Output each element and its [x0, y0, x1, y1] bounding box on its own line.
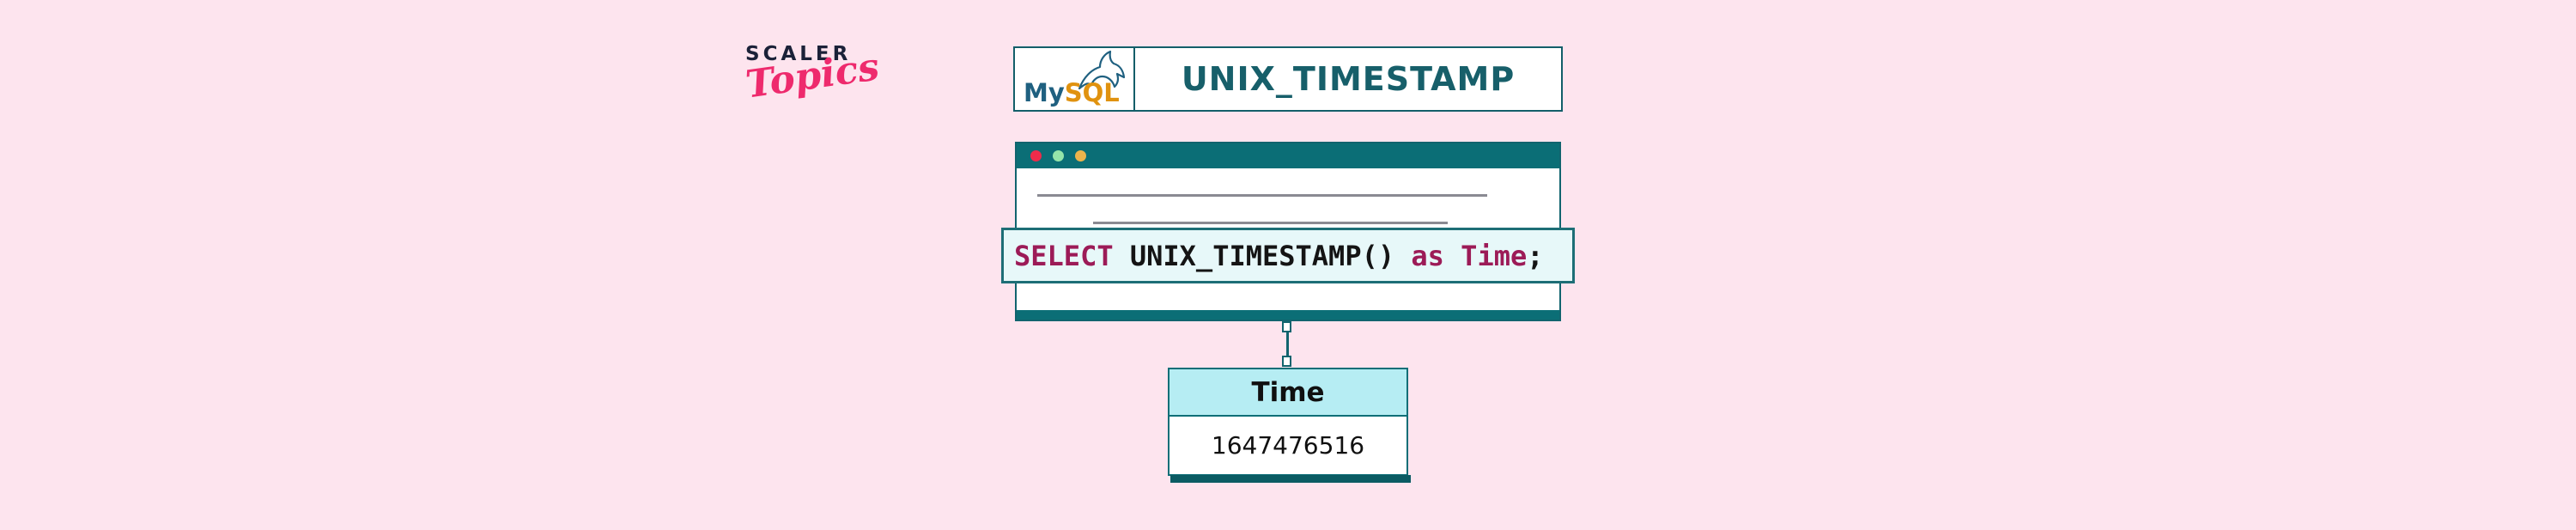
code-token: ;: [1527, 239, 1544, 272]
text-placeholder-line: [1037, 194, 1487, 197]
connector-node-top: [1282, 321, 1291, 332]
title-banner: MySQL UNIX_TIMESTAMP: [1013, 46, 1563, 112]
result-table: Time 1647476516: [1168, 368, 1408, 476]
scaler-wordmark: SCALER: [745, 43, 852, 65]
mysql-wordmark-sql: SQL: [1064, 78, 1120, 107]
scaler-topics-logo: SCALER Topics: [743, 43, 883, 107]
mysql-logo: MySQL: [1015, 48, 1135, 110]
connector-line: [1286, 321, 1289, 361]
window-titlebar: [1017, 143, 1559, 168]
window-dot-green: [1053, 150, 1064, 161]
mysql-wordmark-my: My: [1024, 78, 1065, 107]
page-title: UNIX_TIMESTAMP: [1181, 60, 1516, 98]
mysql-dolphin-icon: [1078, 50, 1126, 90]
connector-node-bottom: [1282, 356, 1291, 367]
text-placeholder-line: [1093, 222, 1448, 224]
result-table-header: Time: [1170, 369, 1406, 417]
window-dot-orange: [1075, 150, 1086, 161]
code-token: UNIX_TIMESTAMP(): [1113, 239, 1412, 272]
code-token: as Time: [1411, 239, 1528, 272]
sql-query-box: SELECT UNIX_TIMESTAMP() as Time;: [1001, 228, 1575, 283]
window-bottombar: [1017, 310, 1559, 320]
window-dot-red: [1030, 150, 1042, 161]
code-token: SELECT: [1014, 239, 1114, 272]
result-table-value: 1647476516: [1211, 431, 1365, 460]
code-line: SELECT UNIX_TIMESTAMP() as Time;: [1014, 240, 1544, 272]
table-bottom-shadow: [1170, 475, 1411, 483]
mysql-wordmark: MySQL: [1024, 81, 1120, 106]
